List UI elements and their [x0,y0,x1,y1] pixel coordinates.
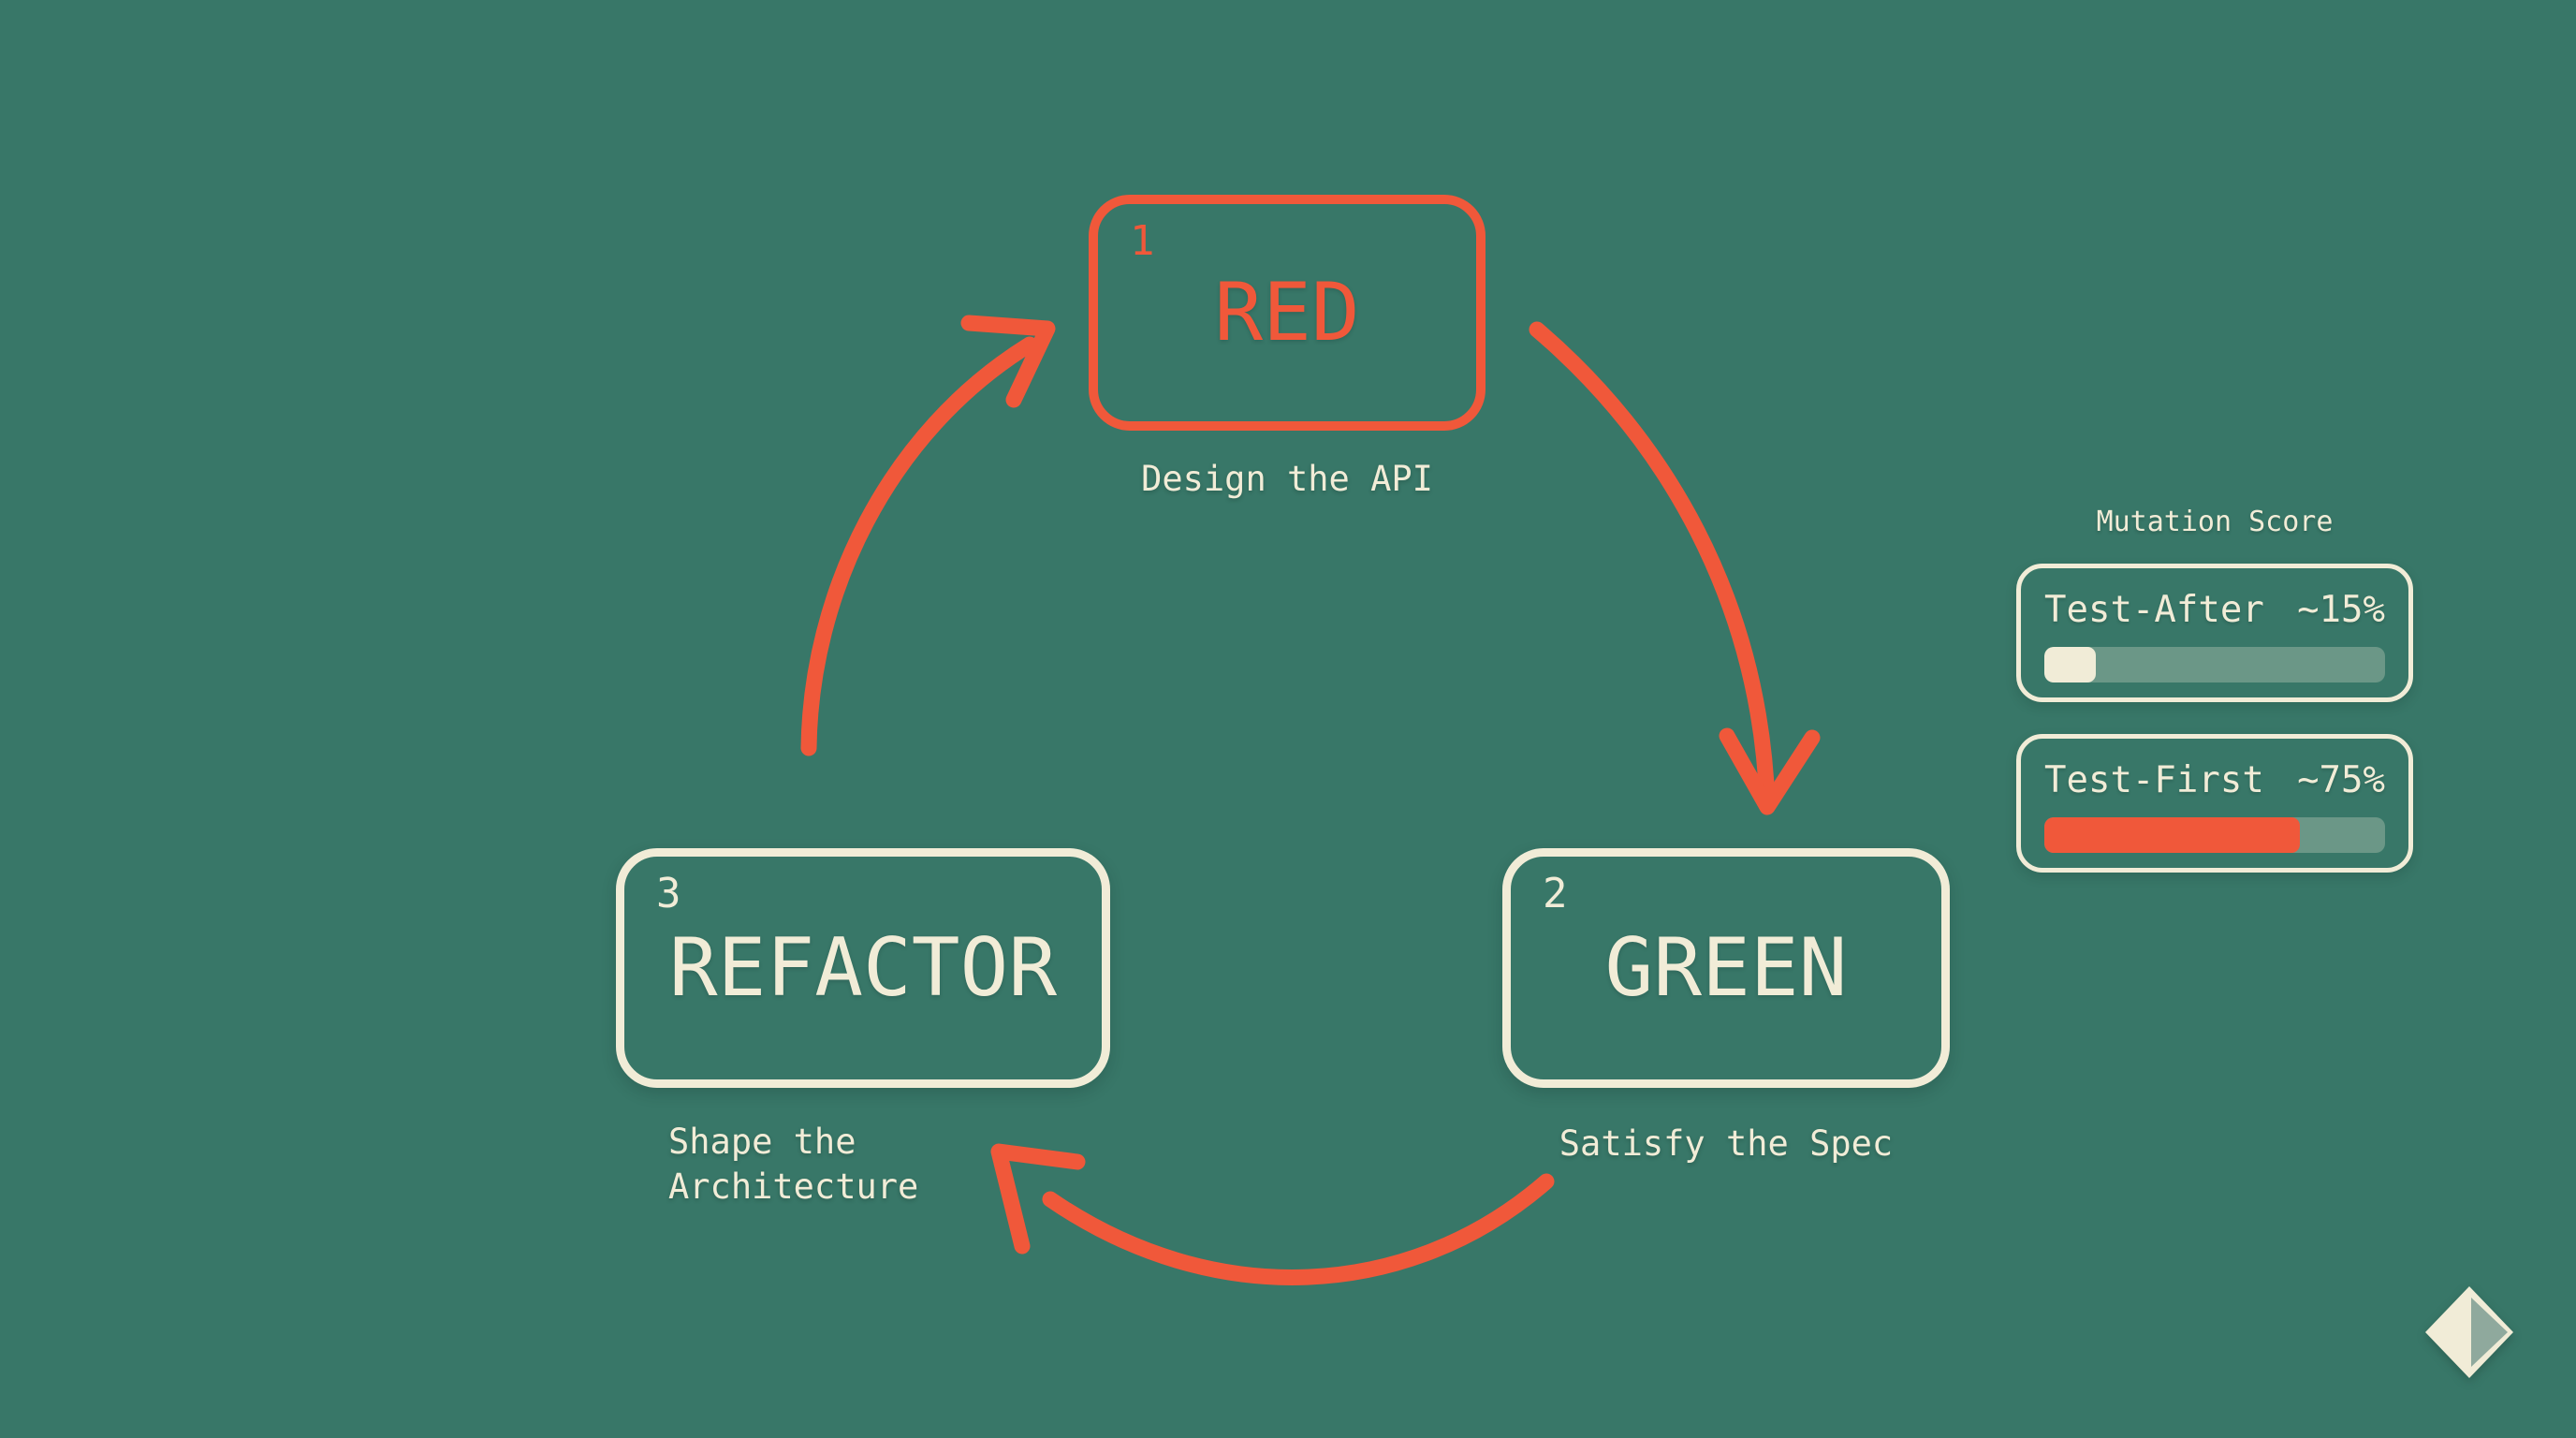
node-refactor: 3 REFACTOR [616,848,1110,1088]
arrow-green-to-refactor-icon [990,1143,1555,1285]
score-label-test-after: Test-After [2044,589,2264,631]
progress-fill-test-first [2044,817,2300,853]
node-refactor-caption-line1: Shape the [668,1122,856,1162]
arrow-refactor-to-red-icon [800,315,1056,756]
score-value-test-after: ~15% [2297,589,2385,631]
score-card-test-after: Test-After ~15% [2016,564,2413,702]
mutation-score-title: Mutation Score [2096,506,2334,538]
score-value-test-first: ~75% [2297,759,2385,801]
node-red-number: 1 [1130,217,1155,265]
node-refactor-caption-line2: Architecture [668,1167,919,1208]
score-card-test-first: Test-First ~75% [2016,734,2413,873]
progress-fill-test-after [2044,647,2096,682]
node-refactor-label: REFACTOR [668,921,1058,1015]
node-refactor-number: 3 [656,870,681,917]
node-green-label: GREEN [1604,921,1848,1015]
node-red: 1 RED [1089,195,1486,431]
node-green-caption: Satisfy the Spec [1559,1123,1894,1164]
diamond-logo-icon [2425,1286,2513,1378]
node-red-caption: Design the API [1141,459,1433,499]
node-refactor-caption: Shape the Architecture [668,1120,918,1210]
score-row: Test-After ~15% [2044,592,2385,628]
score-label-test-first: Test-First [2044,759,2264,801]
arrow-red-to-green-icon [1529,321,1821,815]
node-green: 2 GREEN [1502,848,1950,1088]
node-red-label: RED [1214,266,1360,360]
node-green-number: 2 [1543,870,1568,917]
progress-bar-test-after [2044,647,2385,682]
progress-bar-test-first [2044,817,2385,853]
score-row: Test-First ~75% [2044,762,2385,799]
